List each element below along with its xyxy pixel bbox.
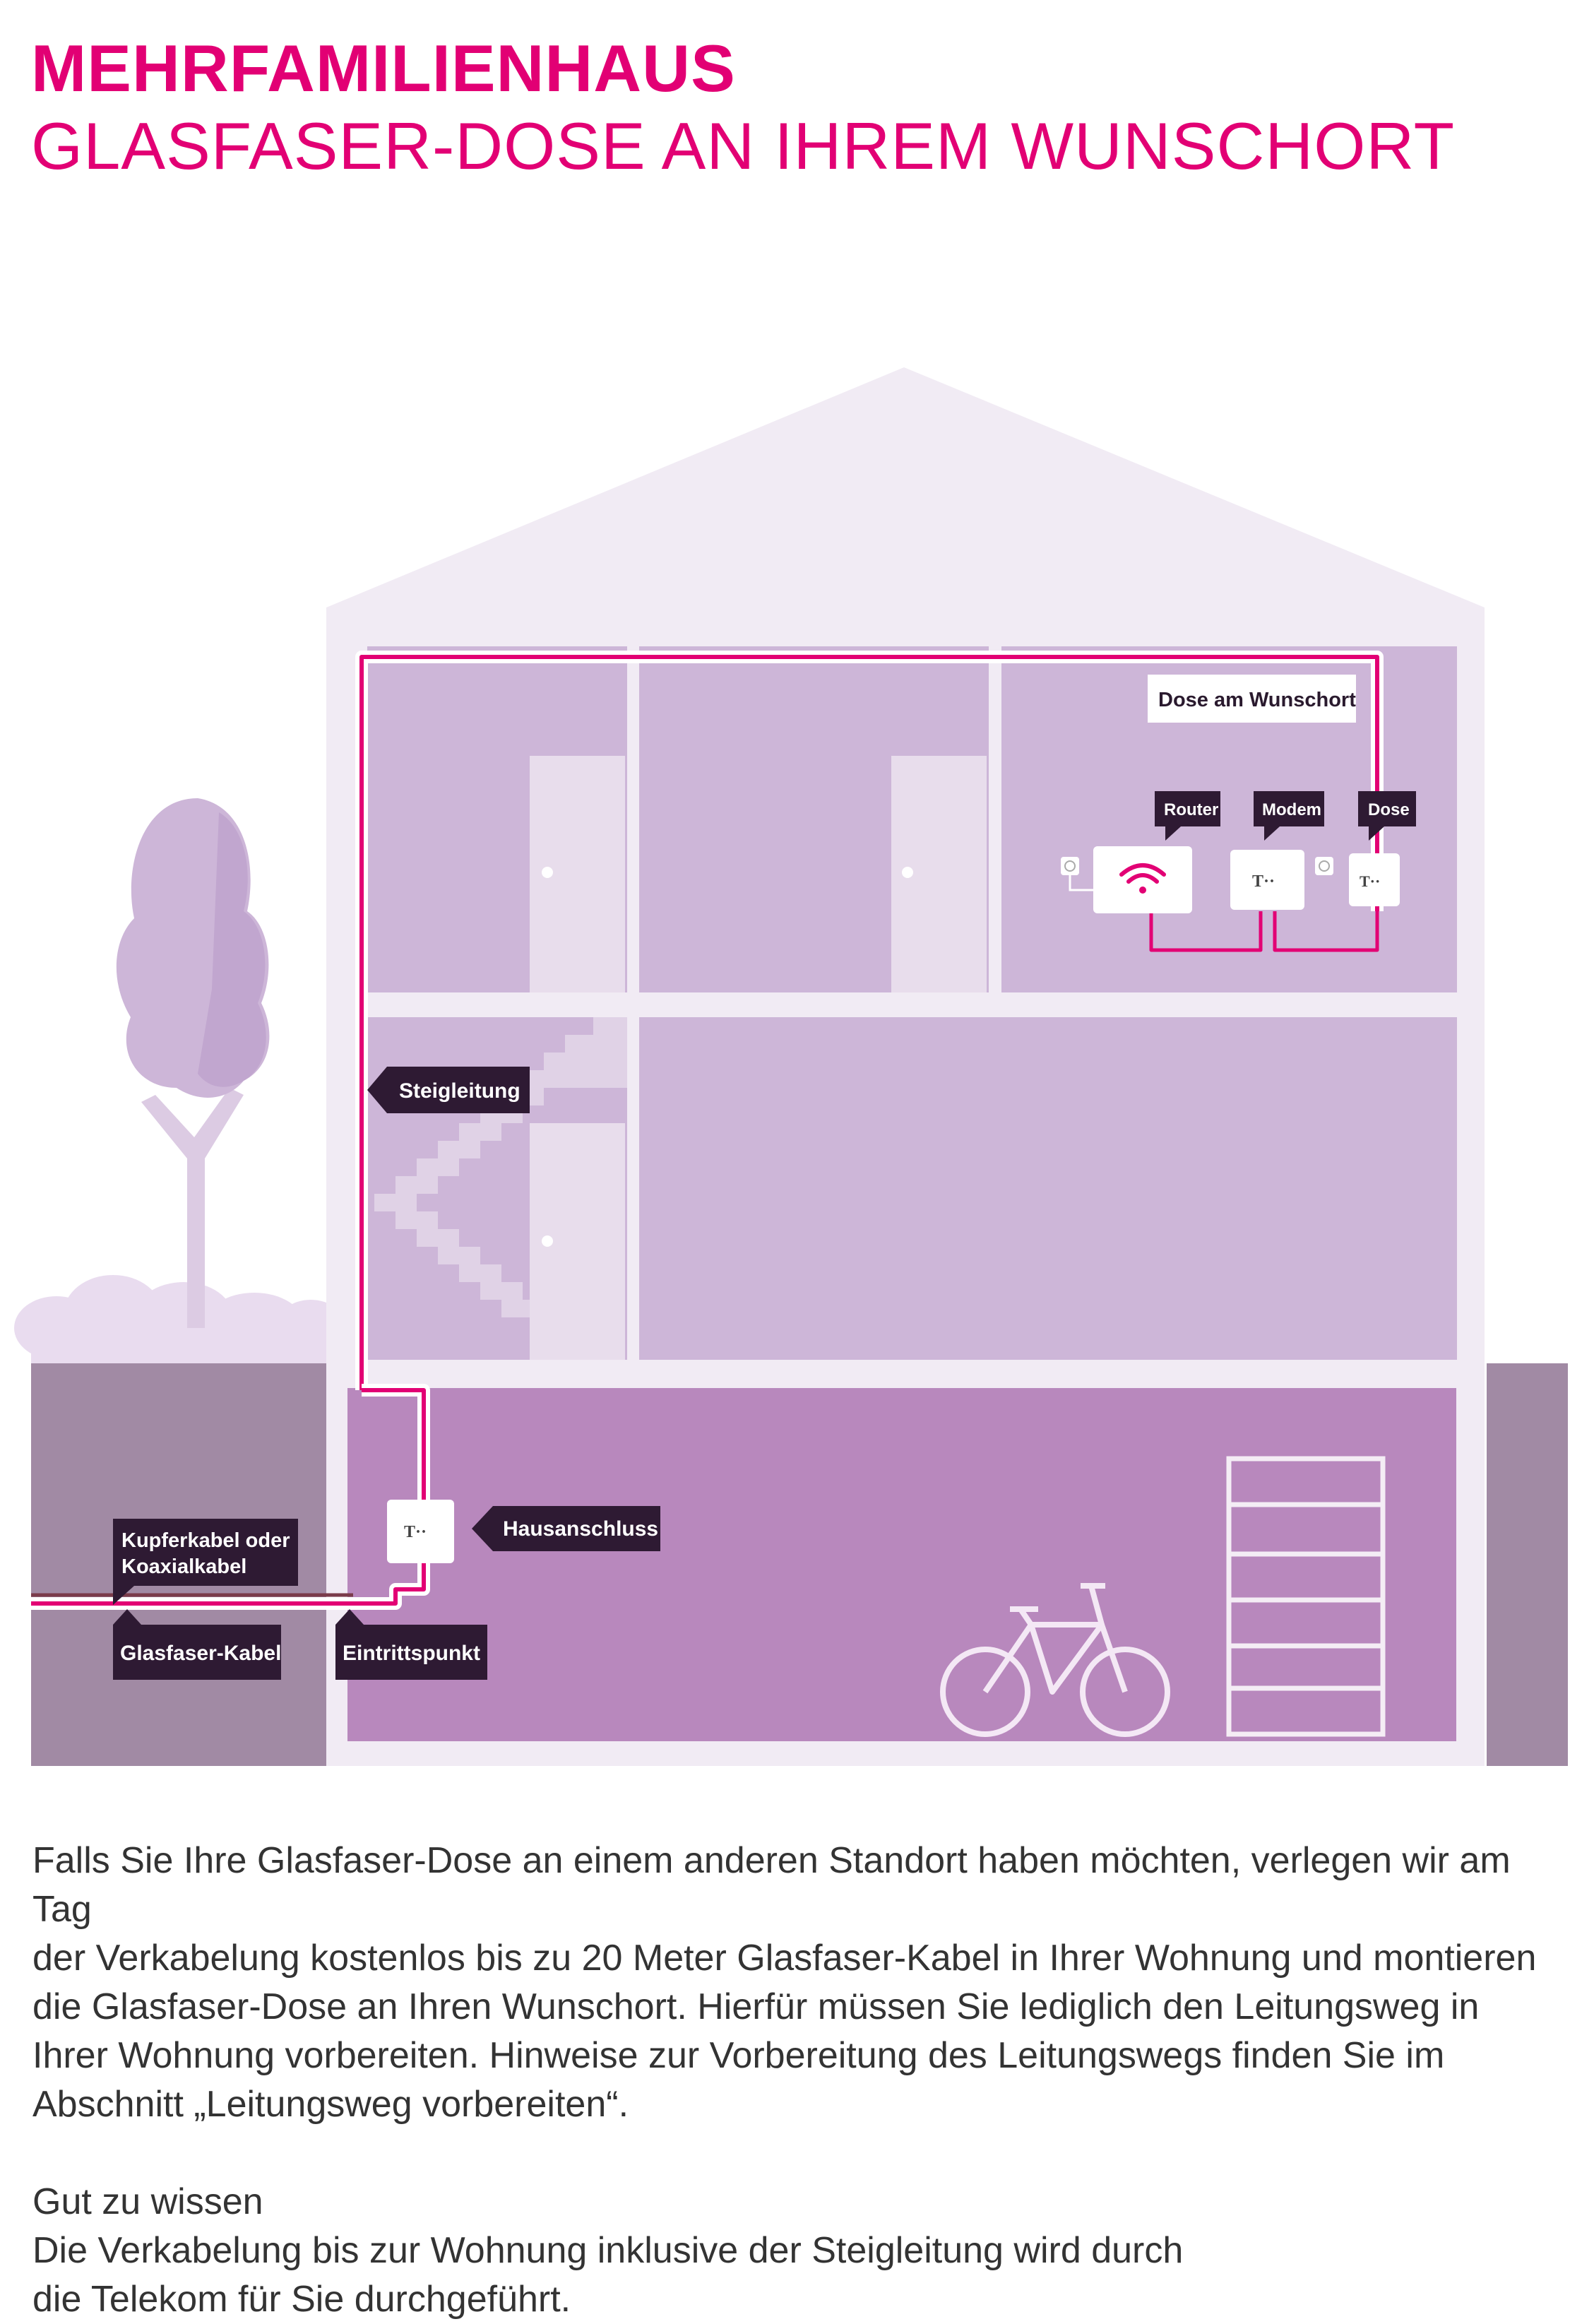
page-subtitle: GLASFASER-DOSE AN IHREM WUNSCHORT (31, 109, 1455, 183)
telekom-logo-icon: T·· (404, 1523, 427, 1541)
label-kupferkabel: Kupferkabel oder Koaxialkabel (113, 1519, 298, 1605)
label-modem: Modem (1254, 791, 1324, 841)
page-title: MEHRFAMILIENHAUS (31, 31, 736, 105)
label-steigleitung: Steigleitung (367, 1067, 530, 1113)
telekom-logo-icon: T·· (1252, 872, 1275, 891)
label-router: Router (1155, 791, 1220, 841)
dose-device: T·· (1349, 853, 1400, 906)
svg-text:Modem: Modem (1262, 800, 1321, 819)
paragraph-line: die Glasfaser-Dose an Ihren Wunschort. H… (32, 1986, 1480, 2027)
label-eintrittspunkt: Eintrittspunkt (335, 1609, 487, 1680)
svg-text:Glasfaser-Kabel: Glasfaser-Kabel (120, 1642, 281, 1665)
bushes (14, 1275, 346, 1363)
power-socket-icon (1315, 857, 1333, 875)
door-icon (530, 1123, 625, 1360)
house-diagram: T·· T·· T·· Dose am Wunschort Router Mod… (14, 367, 1568, 1766)
paragraph-line: Falls Sie Ihre Glasfaser-Dose an einem a… (32, 1840, 1511, 1930)
svg-text:Eintrittspunkt: Eintrittspunkt (343, 1642, 480, 1665)
modem-device: T·· (1230, 850, 1304, 910)
room-middle-main (639, 1017, 1457, 1360)
note-line: die Telekom für Sie durchgeführt. (32, 2279, 571, 2320)
ground-right (1487, 1363, 1568, 1766)
label-dose-am-wunschort: Dose am Wunschort (1148, 675, 1356, 723)
body-text: Falls Sie Ihre Glasfaser-Dose an einem a… (32, 1837, 1551, 2324)
subheading: Gut zu wissen (32, 2181, 263, 2222)
router-device (1093, 846, 1192, 913)
paragraph-line: der Verkabelung kostenlos bis zu 20 Mete… (32, 1938, 1537, 1979)
note-line: Die Verkabelung bis zur Wohnung inklusiv… (32, 2230, 1184, 2271)
staircase (374, 1017, 627, 1317)
svg-text:Koaxialkabel: Koaxialkabel (121, 1555, 246, 1578)
wifi-icon (1119, 863, 1166, 894)
svg-text:Dose: Dose (1368, 800, 1410, 819)
roof (326, 367, 1485, 607)
label-glasfaser-kabel: Glasfaser-Kabel (113, 1609, 281, 1680)
svg-text:Steigleitung: Steigleitung (399, 1079, 521, 1103)
hausanschluss-device: T·· (387, 1500, 454, 1563)
paragraph-line: Ihrer Wohnung vorbereiten. Hinweise zur … (32, 2035, 1445, 2076)
label-dose: Dose (1358, 791, 1416, 841)
svg-text:Kupferkabel oder: Kupferkabel oder (121, 1529, 290, 1552)
door-icon (530, 756, 625, 992)
glasfaser-cable-path (31, 651, 1384, 1610)
svg-text:Router: Router (1164, 800, 1218, 819)
svg-text:Hausanschluss: Hausanschluss (503, 1517, 658, 1541)
door-icon (891, 756, 987, 992)
power-socket-icon (1061, 857, 1095, 891)
paragraph-line: Abschnitt „Leitungsweg vorbereiten“. (32, 2084, 629, 2125)
shelf-icon (1226, 1456, 1386, 1737)
basement (347, 1388, 1456, 1741)
label-hausanschluss: Hausanschluss (472, 1506, 660, 1551)
telekom-logo-icon: T·· (1360, 872, 1380, 890)
svg-text:Dose am Wunschort: Dose am Wunschort (1158, 689, 1356, 711)
tree-icon (116, 798, 270, 1328)
bicycle-icon (940, 1583, 1170, 1737)
